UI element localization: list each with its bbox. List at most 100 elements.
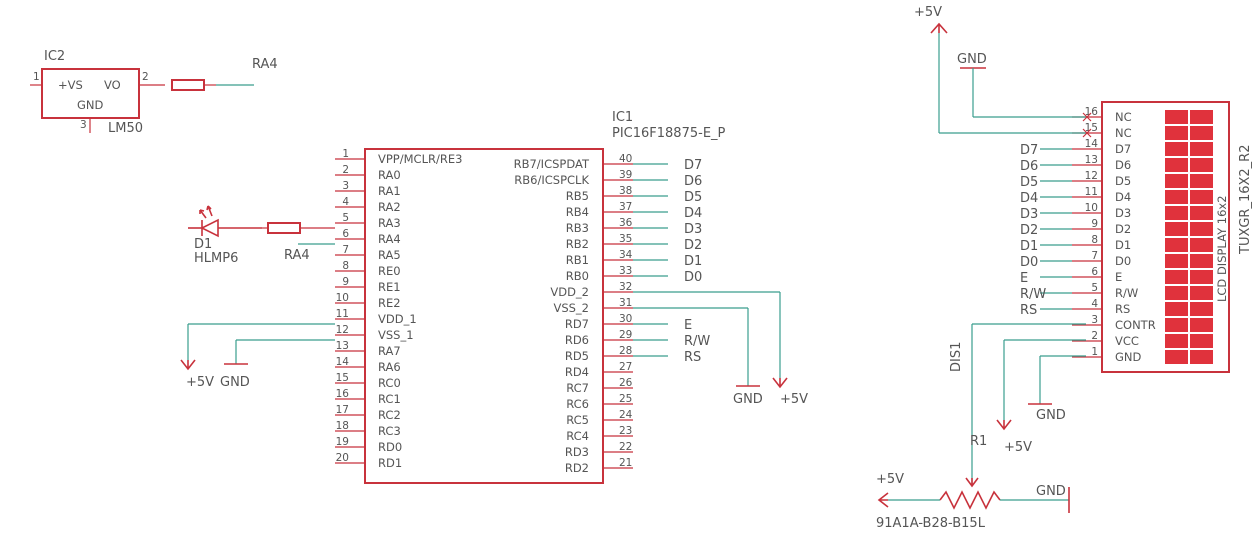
ic1-right-pin-name: RC5	[566, 413, 589, 427]
d1-value: HLMP6	[194, 251, 238, 266]
lcd-character-cell	[1165, 302, 1188, 316]
d1-name: D1	[194, 237, 212, 252]
lcd-character-cell	[1165, 174, 1188, 188]
ic1-right-pin-number: 26	[619, 377, 633, 389]
lcd-character-cell	[1190, 334, 1213, 348]
lcd-pin-number: 8	[1091, 234, 1098, 246]
lcd-character-cell	[1165, 126, 1188, 140]
ic1-right-pin-name: RD2	[565, 461, 589, 475]
ic1-left-pin-number: 17	[336, 404, 349, 416]
ic1-left-pin-name: RA4	[378, 232, 401, 246]
ic1-left-pin-number: 13	[336, 340, 349, 352]
ic2-pin-vo: VO	[104, 78, 121, 92]
lcd-name: DIS1	[949, 342, 964, 372]
lcd-pin-number: 4	[1091, 298, 1098, 310]
ic1-body	[364, 148, 604, 484]
lcd-pin-number: 5	[1091, 282, 1098, 294]
ic1-left-pin-number: 8	[342, 260, 349, 272]
lcd-character-cell	[1190, 222, 1213, 236]
ic1-right-pin-number: 31	[619, 297, 632, 309]
d1-component[interactable]: D1 HLMP6	[188, 205, 262, 266]
ic1-right-pin-number: 28	[619, 345, 632, 357]
ic1-left-pin-name: RC0	[378, 376, 401, 390]
ic2-output-resistor[interactable]	[171, 79, 205, 91]
ic1-left-pin-number: 1	[342, 148, 349, 160]
r1-vdd-arrow-icon	[877, 492, 889, 508]
lcd-pin-number: 9	[1091, 218, 1098, 230]
ic1-left-pin-number: 11	[336, 308, 349, 320]
lcd-pin-name: GND	[1115, 350, 1142, 364]
ic1-right-pin-name: RB1	[566, 253, 589, 267]
lcd-vcc-label: +5V	[1004, 440, 1032, 455]
lcd-character-cell	[1165, 286, 1188, 300]
ic1-left-pin-number: 9	[342, 276, 349, 288]
r1-component[interactable]: R1 91A1A-B28-B15L	[876, 434, 1001, 531]
ic1-right-pin-number: 27	[619, 361, 632, 373]
ic1-right-pin-number: 39	[619, 169, 632, 181]
lcd-character-cell	[1190, 174, 1213, 188]
lcd-value: TUXGR_16X2_R2	[1238, 145, 1253, 256]
ic1-net-label: R/W	[684, 334, 710, 349]
ic1-right-pin-number: 32	[619, 281, 632, 293]
ic1-right-pin-name: RB0	[566, 269, 589, 283]
ic1-right-pin-name: RC6	[566, 397, 589, 411]
ic1-left-pin-number: 16	[336, 388, 350, 400]
ic1-left-pin-number: 5	[342, 212, 349, 224]
ic1-left-pin-name: RD0	[378, 440, 402, 454]
r1-right-net: GND	[1036, 484, 1066, 499]
ic1-net-label: D5	[684, 190, 702, 205]
ic1-left-pin-number: 12	[336, 324, 349, 336]
lcd-gnd-label: GND	[1036, 408, 1066, 423]
ic1-left-pin-number: 7	[342, 244, 349, 256]
lcd-pin-number: 14	[1085, 138, 1099, 150]
lcd-net-label: R/W	[1020, 287, 1046, 302]
lcd-character-cell	[1165, 238, 1188, 252]
lcd-character-cell	[1190, 350, 1213, 364]
ic1-right-pin-name: RB4	[566, 205, 589, 219]
ic2-pin-num-3: 3	[80, 119, 87, 131]
ic1-left-pin-number: 10	[336, 292, 349, 304]
lcd-character-cell	[1165, 222, 1188, 236]
lcd-character-cell	[1190, 254, 1213, 268]
ic2-component[interactable]: IC2 +VS VO GND 1 2 3 LM50	[30, 49, 165, 136]
lcd-character-cell	[1165, 318, 1188, 332]
lcd-pin-name: E	[1115, 270, 1122, 284]
lcd-pin-name: VCC	[1115, 334, 1139, 348]
ic1-left-pin-name: VPP/MCLR/RE3	[378, 152, 462, 166]
lcd-pin-number: 7	[1091, 250, 1098, 262]
lcd-character-cell	[1190, 190, 1213, 204]
lcd-character-cell	[1165, 254, 1188, 268]
ic1-net-label: D3	[684, 222, 702, 237]
ic1-name: IC1	[612, 110, 633, 125]
d1-series-resistor[interactable]	[267, 222, 301, 234]
ic1-left-pin-name: VDD_1	[378, 312, 417, 326]
lcd-pin-name: NC	[1115, 126, 1132, 140]
lcd-net-label: D0	[1020, 255, 1038, 270]
lcd-character-cell	[1165, 270, 1188, 284]
lcd-pin-name: NC	[1115, 110, 1132, 124]
light-emission-icon	[199, 205, 213, 219]
ic1-right-pin-name: VSS_2	[553, 301, 589, 315]
ic1-right-gnd-label: GND	[733, 392, 763, 407]
ic1-right-pin-number: 36	[619, 217, 633, 229]
ic1-right-pin-number: 21	[619, 457, 632, 469]
ic1-left-pin-name: RA3	[378, 216, 401, 230]
lcd-net-label: D7	[1020, 143, 1038, 158]
ic1-right-pin-name: VDD_2	[550, 285, 589, 299]
ic2-pin-vs: +VS	[58, 78, 83, 92]
ic1-net-label: D1	[684, 254, 702, 269]
lcd-net-label: RS	[1020, 303, 1037, 318]
lcd-character-cell	[1190, 142, 1213, 156]
lcd-character-cell	[1190, 238, 1213, 252]
ic1-left-pin-number: 2	[342, 164, 349, 176]
lcd-character-grid	[1165, 110, 1213, 364]
lcd-net-label: D6	[1020, 159, 1038, 174]
lcd-character-cell	[1165, 110, 1188, 124]
lcd-pin-number: 10	[1085, 202, 1098, 214]
ic1-right-pin-number: 34	[619, 249, 633, 261]
ic1-net-label: D0	[684, 270, 702, 285]
led-icon	[200, 218, 219, 238]
lcd-pin-name: D2	[1115, 222, 1131, 236]
